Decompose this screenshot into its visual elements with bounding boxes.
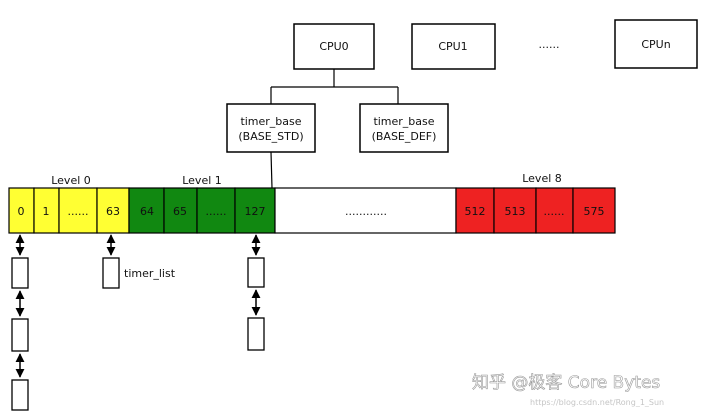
level0-cells: 0 1 ...... 63 <box>8 187 130 234</box>
cpu-row: CPU0 CPU1 ...... CPUn <box>293 19 698 70</box>
watermark-text: 知乎 @极客 Core Bytes <box>472 373 660 393</box>
level0-cell-1 <box>33 187 60 234</box>
timer-base-std-box: timer_base (BASE_STD) <box>226 103 316 153</box>
timer-list-chain-cell-0 <box>11 234 29 411</box>
timer-list-chain-cell-127 <box>247 234 265 351</box>
level0-cell-63 <box>96 187 130 234</box>
timer-list-label: timer_list <box>124 267 176 280</box>
cpu0-connector <box>270 69 399 104</box>
level1-cell-65-label: 65 <box>173 205 187 218</box>
level8-cell-575-label: 575 <box>584 205 605 218</box>
level1-cell-64-label: 64 <box>140 205 154 218</box>
cpun-box: CPUn <box>614 19 698 69</box>
level8-cell-513 <box>493 187 537 234</box>
timer-list-node <box>247 317 265 351</box>
timer-list-node <box>11 318 29 352</box>
middle-levels-ellipsis: ............ <box>345 205 387 218</box>
cpun-label: CPUn <box>641 38 670 51</box>
level0-cell-ellipsis <box>58 187 98 234</box>
timer-list-node <box>102 257 120 289</box>
timer-list-node <box>11 379 29 411</box>
level0-cell-ellipsis-label: ...... <box>68 205 89 218</box>
middle-levels-segment: ............ <box>274 187 457 234</box>
watermark: 知乎 @极客 Core Bytes https://blog.csdn.net/… <box>472 373 664 407</box>
cpu1-box: CPU1 <box>411 23 496 70</box>
level8-cell-575 <box>572 187 616 234</box>
level0-label: Level 0 <box>51 174 91 187</box>
timer-base-def-line1: timer_base <box>373 115 434 128</box>
level0-cell-63-label: 63 <box>106 205 120 218</box>
level8-cell-512-label: 512 <box>465 205 486 218</box>
timer-list-node <box>11 257 29 289</box>
base-std-to-wheel-connector <box>270 151 273 189</box>
cpu0-label: CPU0 <box>319 40 348 53</box>
level8-cells: 512 513 ...... 575 <box>455 187 616 234</box>
level1-cell-ellipsis <box>196 187 236 234</box>
cpu0-box: CPU0 <box>293 23 375 70</box>
level8-cell-512 <box>455 187 495 234</box>
timer-base-std-line1: timer_base <box>240 115 301 128</box>
level1-label: Level 1 <box>182 174 222 187</box>
level0-cell-0-label: 0 <box>18 205 25 218</box>
level8-label: Level 8 <box>522 172 562 185</box>
level8-cell-513-label: 513 <box>505 205 526 218</box>
level1-cell-65 <box>163 187 198 234</box>
level1-cell-64 <box>128 187 165 234</box>
level0-cell-1-label: 1 <box>43 205 50 218</box>
level1-cell-127-label: 127 <box>245 205 266 218</box>
timer-list-chain-cell-63: timer_list <box>102 234 176 289</box>
watermark-url: https://blog.csdn.net/Rong_1_Sun <box>530 398 664 407</box>
level8-cell-ellipsis-label: ...... <box>544 205 565 218</box>
timer-base-def-line2: (BASE_DEF) <box>372 130 437 143</box>
level1-cell-ellipsis-label: ...... <box>206 205 227 218</box>
timer-base-def-box: timer_base (BASE_DEF) <box>359 103 449 153</box>
cpu-ellipsis: ...... <box>539 38 560 51</box>
cpu1-label: CPU1 <box>438 40 467 53</box>
timer-list-node <box>247 257 265 288</box>
level1-cells: 64 65 ...... 127 <box>128 187 276 234</box>
timer-base-std-line2: (BASE_STD) <box>238 130 303 143</box>
